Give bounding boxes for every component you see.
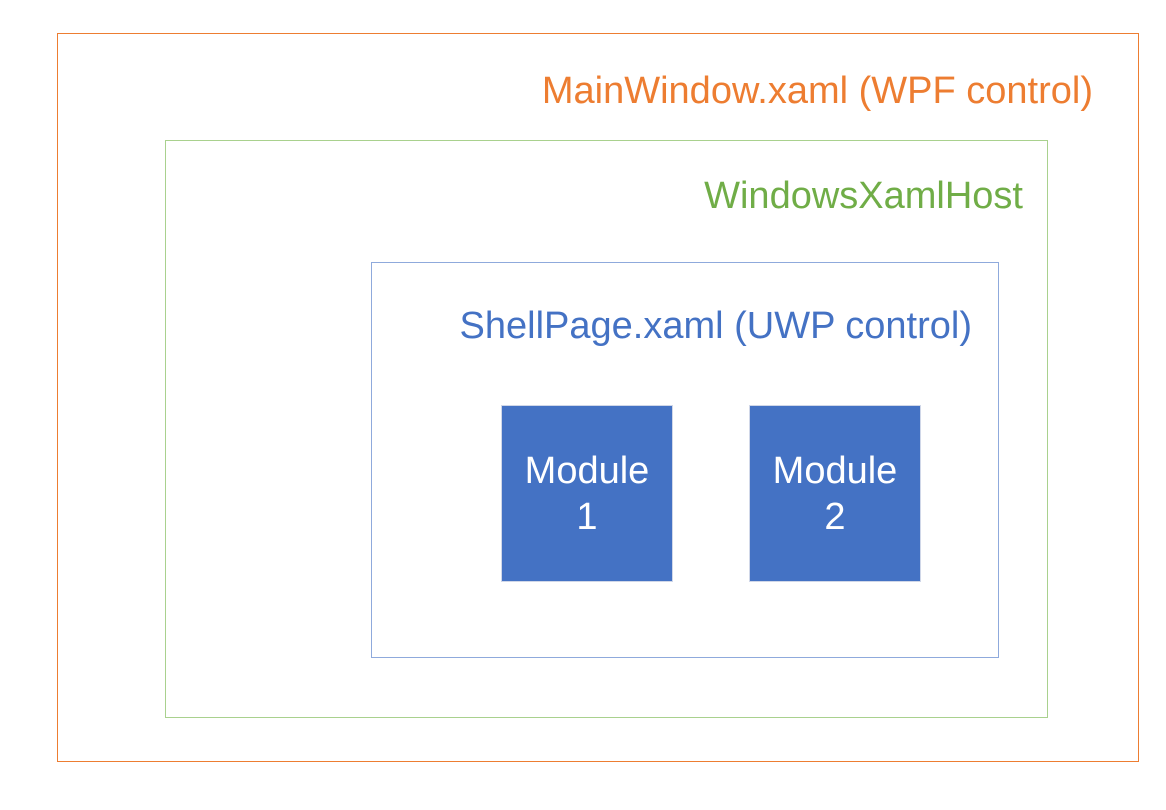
container-mainwindow-wpf bbox=[57, 33, 1139, 762]
module-block-1-label: Module 1 bbox=[524, 449, 650, 538]
module-block-1: Module 1 bbox=[501, 405, 673, 582]
label-shellpage-uwp: ShellPage.xaml (UWP control) bbox=[459, 305, 972, 347]
label-mainwindow-wpf: MainWindow.xaml (WPF control) bbox=[541, 70, 1093, 112]
module-block-2: Module 2 bbox=[749, 405, 921, 582]
container-shellpage-uwp bbox=[371, 262, 999, 658]
module-block-2-label: Module 2 bbox=[772, 449, 898, 538]
label-windowsxamlhost: WindowsXamlHost bbox=[704, 175, 1023, 217]
container-windowsxamlhost bbox=[165, 140, 1048, 718]
